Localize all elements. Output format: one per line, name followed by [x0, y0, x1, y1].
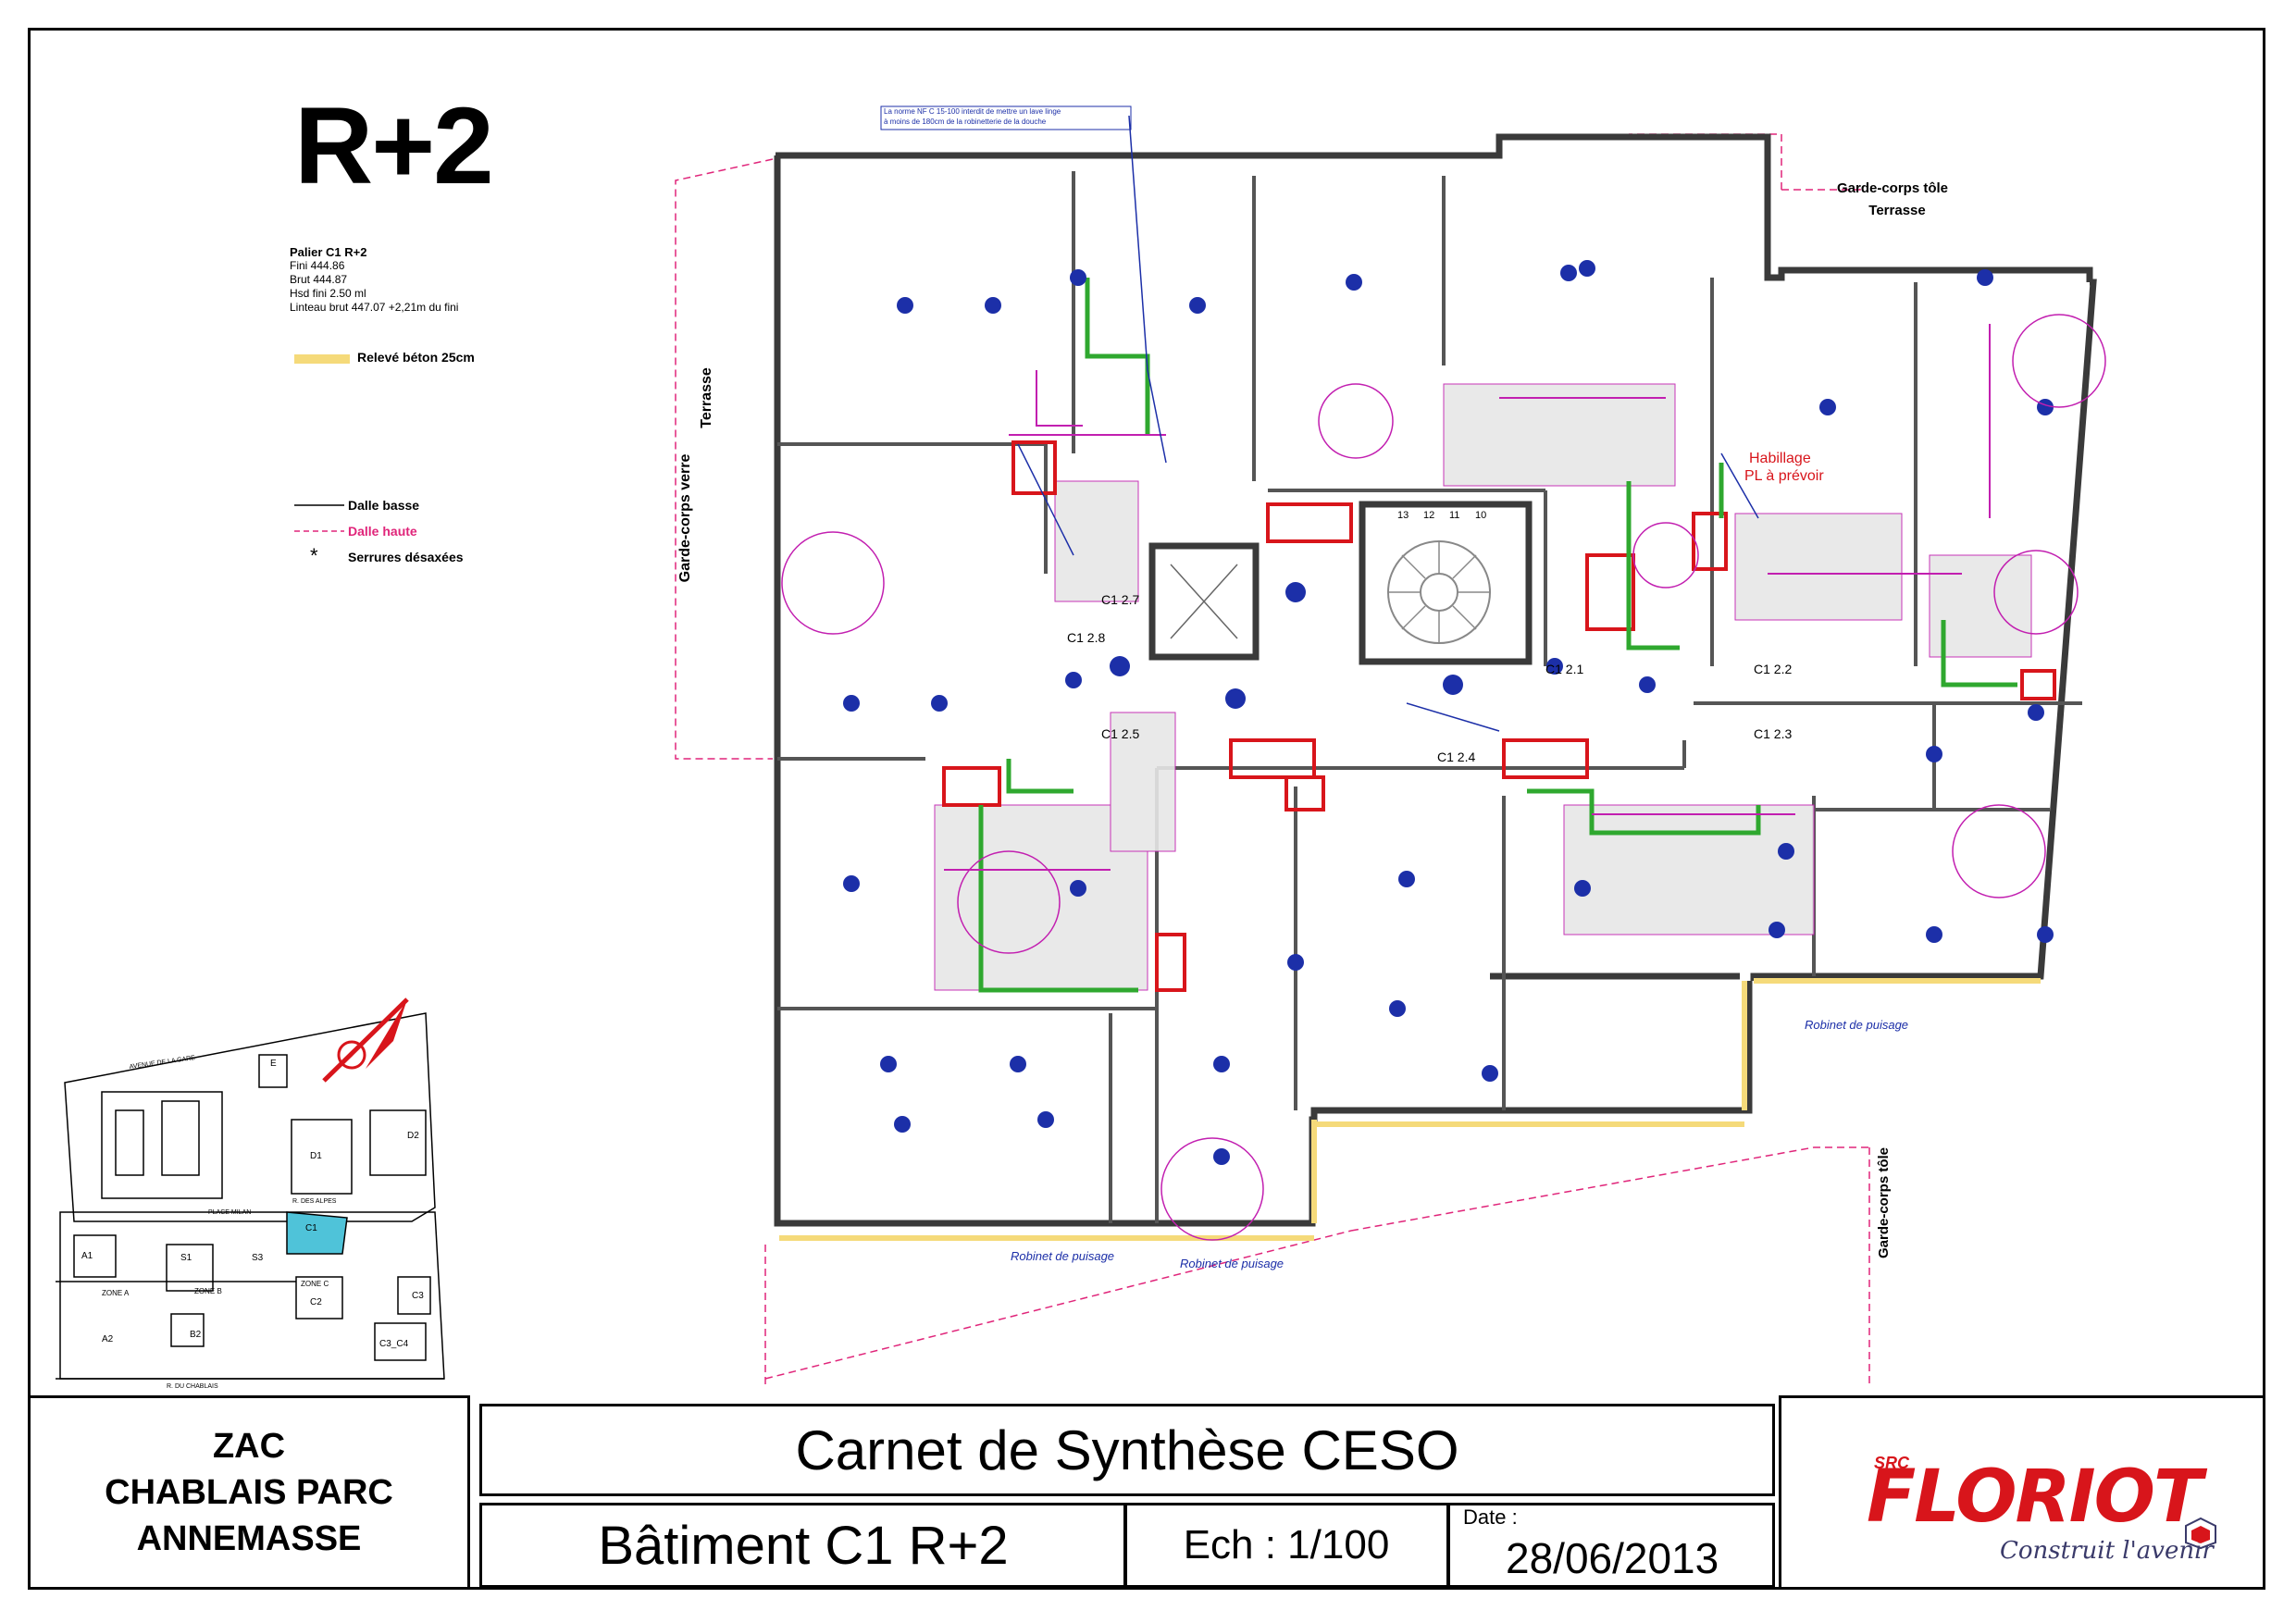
interior-partitions: [777, 171, 2082, 1223]
logo-brand: FLORIOT: [1867, 1456, 2203, 1539]
building-title: Bâtiment C1 R+2: [479, 1503, 1127, 1588]
plumbing-pipes: [944, 324, 1991, 871]
project-line: CHABLAIS PARC: [105, 1473, 393, 1512]
scale-label: Ech : 1/100: [1123, 1503, 1449, 1588]
site-labels: E A1 S1 S3 D1 D2 C1 ZONE A ZONE B ZONE C…: [81, 1055, 424, 1390]
stair-number: 13: [1397, 510, 1409, 521]
stair-number: 12: [1423, 510, 1434, 521]
label-note-2: à moins de 180cm de la robinetterie de l…: [884, 118, 1047, 126]
label-c1-27: C1 2.7: [1101, 592, 1139, 607]
svg-text:S3: S3: [252, 1253, 264, 1263]
legend-serrures: Serrures désaxées: [348, 550, 464, 564]
legend-dalle-haute: Dalle haute: [348, 524, 417, 539]
svg-text:R. DU CHABLAIS: R. DU CHABLAIS: [167, 1383, 218, 1390]
project-line: ZAC: [212, 1427, 286, 1466]
ventilation-ducts: [978, 278, 2017, 993]
label-c1-23: C1 2.3: [1754, 726, 1792, 741]
project-line: ANNEMASSE: [136, 1519, 362, 1558]
label-garde-corps-tole-top: Garde-corps tôle: [1837, 180, 1948, 196]
drawing-frame: [28, 28, 2265, 1590]
site-plan: [56, 1012, 445, 1380]
exterior-walls: [774, 133, 2097, 1227]
date-label: Date :: [1463, 1505, 1518, 1529]
legend-releve: Relevé béton 25cm: [357, 350, 475, 365]
svg-text:A2: A2: [102, 1334, 114, 1344]
stair-number: 10: [1475, 510, 1486, 521]
svg-text:C3_C4: C3_C4: [379, 1339, 409, 1349]
stair-core: [1359, 501, 1533, 665]
palier-line: Fini 444.86: [290, 259, 345, 272]
label-robinet-1: Robinet de puisage: [1805, 1018, 1908, 1032]
palier-line: Linteau brut 447.07 +2,21m du fini: [290, 301, 459, 314]
note-box: [880, 105, 1132, 130]
date-value: 28/06/2013: [1506, 1534, 1719, 1582]
hatched-zones: [934, 383, 2032, 991]
label-garde-corps-tole-right: Garde-corps tôle: [1876, 1147, 1892, 1258]
svg-text:A1: A1: [81, 1251, 93, 1261]
label-robinet-2: Robinet de puisage: [1011, 1249, 1114, 1263]
label-pl-a-prevoir: PL à prévoir: [1744, 468, 1824, 484]
palier-line: Brut 444.87: [290, 273, 348, 286]
plan-labels: Garde-corps verre Terrasse Garde-corps t…: [677, 107, 1948, 1270]
svg-text:C1: C1: [305, 1223, 317, 1233]
sanitary-boxes: [942, 440, 2056, 992]
company-logo: SRC FLORIOT Construit l'avenir: [1779, 1395, 2265, 1590]
svg-text:R. DES ALPES: R. DES ALPES: [292, 1198, 337, 1205]
svg-text:B2: B2: [190, 1330, 202, 1340]
label-c1-28: C1 2.8: [1067, 630, 1105, 645]
svg-text:ZONE A: ZONE A: [102, 1289, 130, 1297]
level-title: R+2: [294, 85, 494, 207]
svg-text:S1: S1: [180, 1253, 192, 1263]
svg-text:ZONE C: ZONE C: [301, 1280, 329, 1288]
project-name: ZAC CHABLAIS PARC ANNEMASSE: [28, 1395, 470, 1590]
palier-info: Palier C1 R+2 Fini 444.86 Brut 444.87 Hs…: [290, 245, 458, 315]
label-c1-21: C1 2.1: [1545, 662, 1583, 676]
label-c1-25: C1 2.5: [1101, 726, 1139, 741]
date-block: Date : 28/06/2013: [1447, 1503, 1775, 1588]
releve-swatch: [294, 354, 350, 364]
clearance-circles: [781, 314, 2106, 1241]
label-note: La norme NF C 15-100 interdit de mettre …: [884, 107, 1061, 116]
svg-text:C3: C3: [412, 1291, 424, 1301]
svg-text:D1: D1: [310, 1151, 322, 1161]
label-robinet-3: Robinet de puisage: [1180, 1257, 1284, 1270]
label-terrasse-top: Terrasse: [1868, 203, 1925, 218]
legend-star: *: [310, 544, 318, 567]
label-c1-24: C1 2.4: [1437, 750, 1475, 764]
logo-cube-icon: [2185, 1517, 2216, 1550]
palier-heading: Palier C1 R+2: [290, 245, 367, 259]
electric-points: [843, 260, 2054, 1165]
svg-text:C2: C2: [310, 1297, 322, 1307]
svg-text:ZONE B: ZONE B: [194, 1287, 222, 1295]
palier-line: Hsd fini 2.50 ml: [290, 287, 366, 300]
logo-tagline: Construit l'avenir: [2000, 1537, 2214, 1565]
stair-number: 11: [1449, 510, 1459, 521]
svg-text:E: E: [270, 1059, 277, 1069]
legend-dalle-basse: Dalle basse: [348, 498, 419, 513]
electrical-conduits: [1017, 115, 1759, 732]
dalle-haute-outline: [675, 133, 1870, 1388]
label-c1-22: C1 2.2: [1754, 662, 1792, 676]
svg-text:PLACE MILAN: PLACE MILAN: [208, 1209, 251, 1216]
label-terrasse-left: Terrasse: [699, 367, 714, 428]
logo-src: SRC: [1874, 1454, 1910, 1472]
document-title: Carnet de Synthèse CESO: [479, 1404, 1775, 1496]
label-habillage: Habillage: [1749, 451, 1811, 466]
elevator-core: [1148, 542, 1260, 661]
svg-text:D2: D2: [407, 1131, 419, 1141]
svg-text:AVENUE DE LA GARE: AVENUE DE LA GARE: [129, 1055, 195, 1071]
label-garde-corps-verre: Garde-corps verre: [677, 454, 693, 583]
north-arrow: [322, 997, 409, 1083]
